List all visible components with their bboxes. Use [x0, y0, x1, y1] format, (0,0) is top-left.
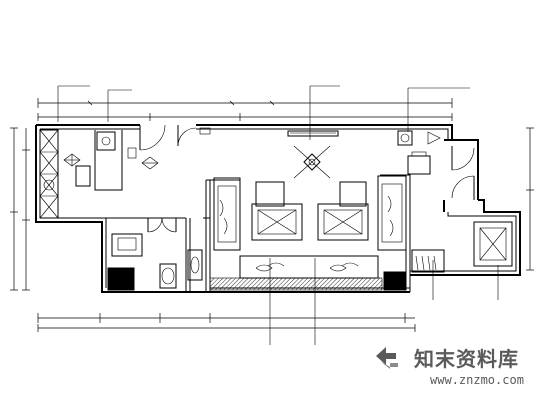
left-dimension-lines [10, 127, 30, 291]
watermark-url: www.znzmo.com [430, 373, 524, 387]
watermark: 知末资料库 www.znzmo.com [376, 347, 524, 387]
kitchen-counter [63, 130, 159, 191]
door-swings [139, 124, 475, 233]
bottom-dimension-lines [37, 258, 499, 345]
top-dimension-lines [37, 85, 470, 140]
living-area [209, 130, 407, 291]
logo-mark-icon [376, 347, 398, 369]
bathroom-fixtures [107, 233, 203, 291]
right-dimension-lines [526, 127, 534, 271]
kitchen-cabinets [39, 129, 59, 219]
right-wing-furniture [397, 130, 513, 273]
watermark-brand: 知末资料库 [414, 347, 519, 371]
